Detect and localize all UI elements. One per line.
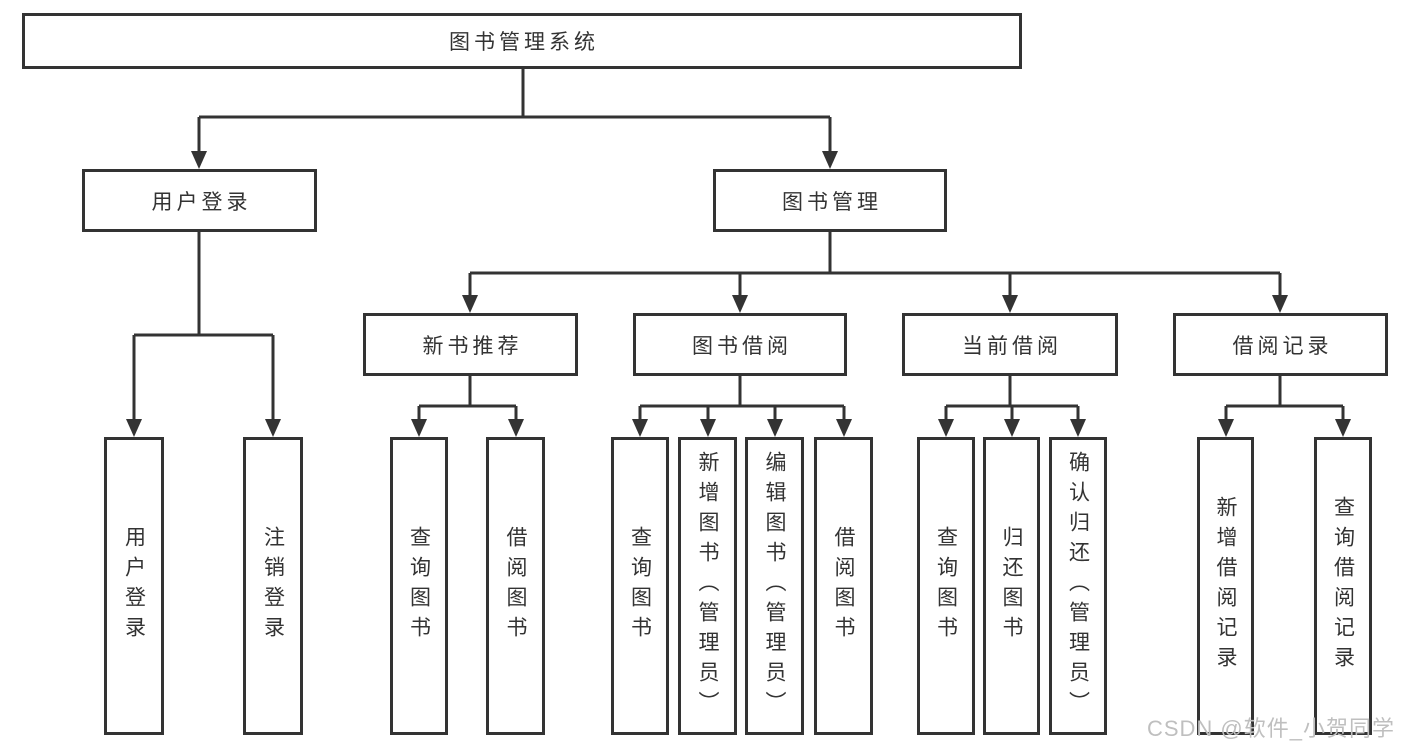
leaf-borrow-books-label: 借阅图书 xyxy=(832,526,855,646)
leaf-confirm-return-admin: 确认归还（管理员） xyxy=(1049,437,1107,735)
leaf-logout: 注销登录 xyxy=(243,437,303,735)
leaf-newrec-borrow-books: 借阅图书 xyxy=(486,437,545,735)
watermark-text: CSDN @软件_小贺同学 xyxy=(1146,716,1395,741)
leaf-query-borrow-record-label: 查询借阅记录 xyxy=(1331,496,1355,676)
connector-book-borrow xyxy=(638,376,846,421)
connector-user-login xyxy=(132,232,275,421)
node-root-label: 图书管理系统 xyxy=(449,31,599,54)
node-user-login-label: 用户登录 xyxy=(151,190,252,214)
leaf-current-query-books-label: 查询图书 xyxy=(934,526,958,646)
leaf-return-books-label: 归还图书 xyxy=(1000,526,1023,646)
leaf-borrow-query-books-label: 查询图书 xyxy=(628,526,652,646)
connector-borrow-records xyxy=(1224,376,1345,421)
node-book-mgmt-label: 图书管理 xyxy=(782,190,882,214)
leaf-newrec-query-books: 查询图书 xyxy=(390,437,448,735)
connector-book-mgmt xyxy=(468,232,1282,297)
leaf-edit-books-admin: 编辑图书（管理员） xyxy=(745,437,804,735)
node-current-borrow: 当前借阅 xyxy=(902,313,1118,376)
connector-current-borrow xyxy=(944,376,1080,421)
leaf-confirm-return-admin-label: 确认归还（管理员） xyxy=(1066,451,1090,721)
node-book-borrow-label: 图书借阅 xyxy=(692,334,792,358)
leaf-edit-books-admin-label: 编辑图书（管理员） xyxy=(763,451,786,721)
node-current-borrow-label: 当前借阅 xyxy=(962,334,1062,358)
leaf-add-books-admin: 新增图书（管理员） xyxy=(678,437,737,735)
leaf-borrow-query-books: 查询图书 xyxy=(611,437,669,735)
node-borrow-records: 借阅记录 xyxy=(1173,313,1388,376)
leaf-add-borrow-record: 新增借阅记录 xyxy=(1197,437,1254,735)
leaf-user-login: 用户登录 xyxy=(104,437,164,735)
connector-root xyxy=(197,68,832,153)
arrowheads xyxy=(126,151,1351,437)
leaf-newrec-borrow-books-label: 借阅图书 xyxy=(504,526,527,646)
leaf-current-query-books: 查询图书 xyxy=(917,437,975,735)
connector-new-book xyxy=(417,376,518,421)
node-root: 图书管理系统 xyxy=(22,13,1022,69)
leaf-user-login-label: 用户登录 xyxy=(122,526,146,646)
leaf-add-borrow-record-label: 新增借阅记录 xyxy=(1214,496,1237,676)
node-user-login: 用户登录 xyxy=(82,169,317,232)
node-new-book-recommend: 新书推荐 xyxy=(363,313,578,376)
leaf-add-books-admin-label: 新增图书（管理员） xyxy=(696,451,719,721)
leaf-return-books: 归还图书 xyxy=(983,437,1040,735)
node-book-mgmt: 图书管理 xyxy=(713,169,947,232)
node-book-borrow: 图书借阅 xyxy=(633,313,847,376)
leaf-query-borrow-record: 查询借阅记录 xyxy=(1314,437,1372,735)
leaf-borrow-books: 借阅图书 xyxy=(814,437,873,735)
node-new-book-recommend-label: 新书推荐 xyxy=(422,334,523,358)
leaf-newrec-query-books-label: 查询图书 xyxy=(407,526,431,646)
leaf-logout-label: 注销登录 xyxy=(261,526,285,646)
node-borrow-records-label: 借阅记录 xyxy=(1232,334,1333,358)
